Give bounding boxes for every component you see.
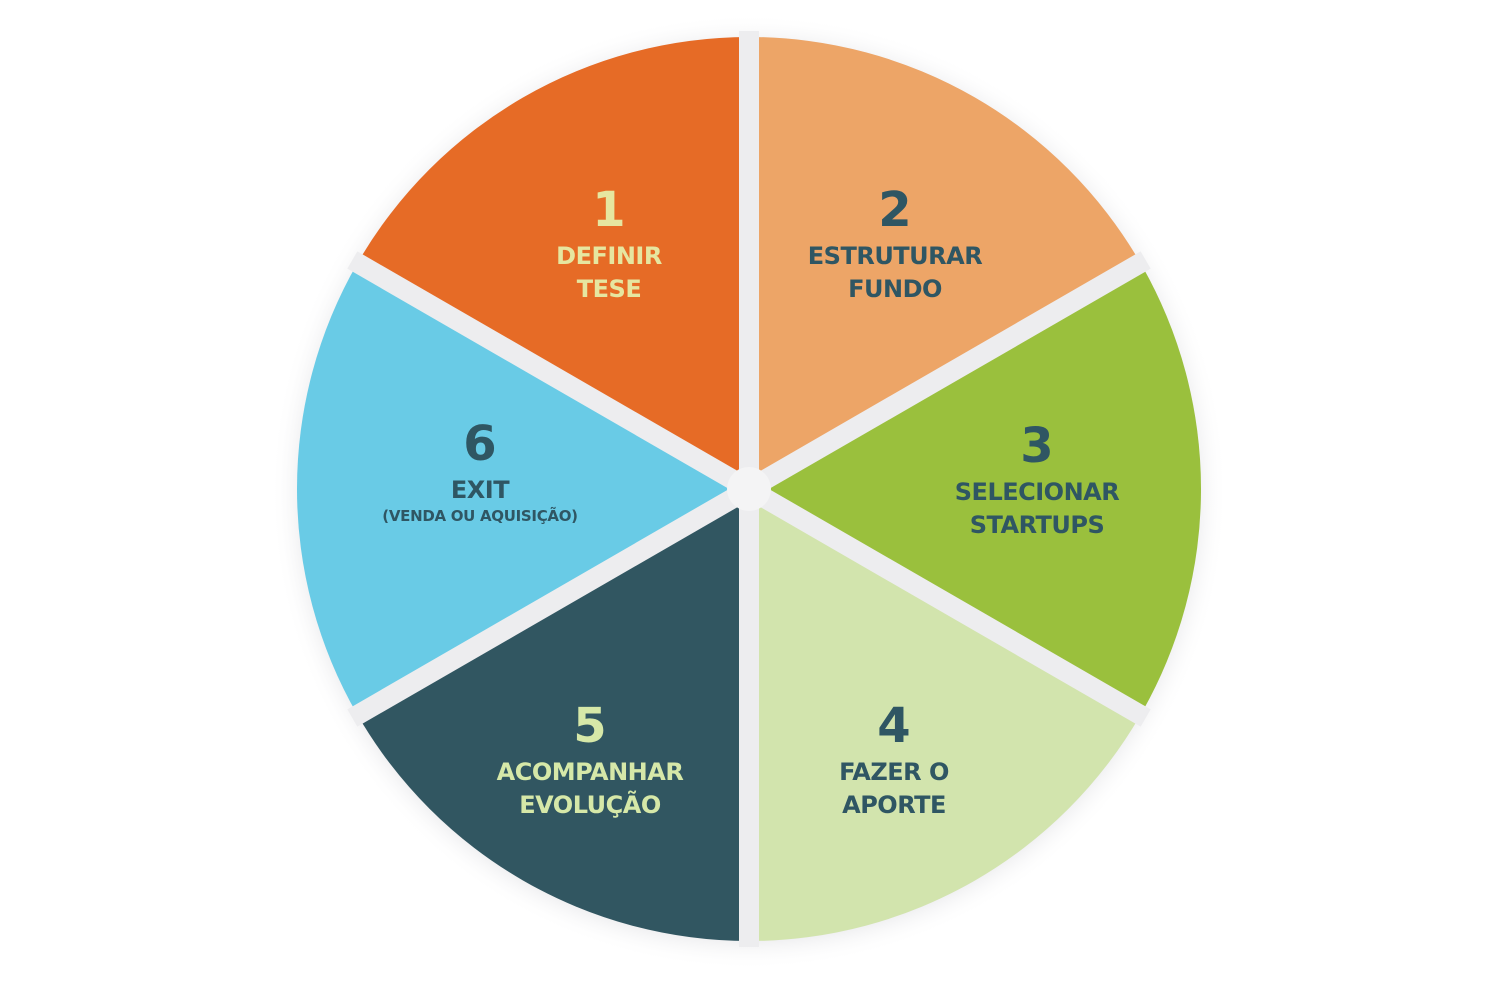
segment-2 xyxy=(749,37,1141,489)
segment-3-label: 3 SELECIONAR STARTUPS xyxy=(954,418,1120,542)
segment-4 xyxy=(749,489,1141,941)
segment-6 xyxy=(297,263,749,715)
segment-2-label: 2 ESTRUTURAR FUNDO xyxy=(807,182,983,306)
segment-3-line1: SELECIONAR xyxy=(954,478,1120,506)
segment-5-line2: EVOLUÇÃO xyxy=(519,791,661,819)
segment-4-number: 4 xyxy=(877,698,911,754)
segment-5 xyxy=(357,489,749,941)
segment-2-line2: FUNDO xyxy=(848,275,942,303)
segment-divider xyxy=(347,480,754,727)
segment-divider xyxy=(744,480,1151,727)
segment-3 xyxy=(749,263,1202,715)
segment-6-number: 6 xyxy=(463,416,497,472)
segment-4-line2: APORTE xyxy=(842,791,946,819)
wheel-hub xyxy=(727,467,771,511)
segment-1-line1: DEFINIR xyxy=(556,242,662,270)
segment-5-number: 5 xyxy=(573,698,607,754)
segment-1-number: 1 xyxy=(592,182,626,238)
segment-5-line1: ACOMPANHAR xyxy=(496,758,684,786)
segment-6-subtitle: (VENDA OU AQUISIÇÃO) xyxy=(382,507,578,525)
segment-6-line1: EXIT xyxy=(450,476,510,504)
segment-6-label: 6 EXIT (VENDA OU AQUISIÇÃO) xyxy=(382,416,578,525)
segment-4-label: 4 FAZER O APORTE xyxy=(839,702,949,822)
segment-5-label: 5 ACOMPANHAR EVOLUÇÃO xyxy=(497,702,684,822)
segment-1 xyxy=(357,37,749,489)
segment-divider xyxy=(744,251,1151,498)
segment-divider xyxy=(347,251,754,498)
segment-3-number: 3 xyxy=(1020,418,1054,474)
segment-4-line1: FAZER O xyxy=(839,758,949,786)
segment-2-number: 2 xyxy=(878,182,912,238)
segment-3-line2: STARTUPS xyxy=(969,511,1105,539)
segment-1-label: 1 DEFINIR TESE xyxy=(556,186,662,306)
segment-2-line1: ESTRUTURAR xyxy=(807,242,983,270)
segment-1-line2: TESE xyxy=(576,275,642,303)
